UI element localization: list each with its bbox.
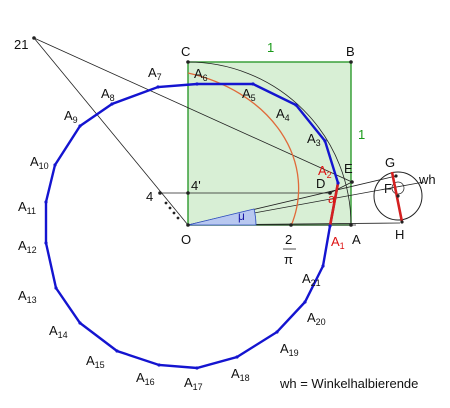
label-F: F (384, 181, 392, 196)
label-4prime: 4' (191, 178, 201, 193)
label-H: H (395, 227, 404, 242)
vertex-label-A1: A1 (331, 234, 345, 251)
vertex-label-A10: A10 (30, 154, 49, 171)
label-D: D (316, 176, 325, 191)
label-a: a (328, 191, 336, 206)
label-E: E (344, 161, 353, 176)
vertex-label-A7: A7 (148, 65, 162, 82)
arc-C-to-A (187, 61, 352, 226)
label-O: O (181, 232, 191, 247)
label-C: C (181, 44, 190, 59)
vertex-label-A16: A16 (136, 370, 155, 387)
vertex-label-A9: A9 (64, 108, 78, 125)
line-21-to-E (33, 37, 353, 183)
vertex-label-A15: A15 (86, 353, 105, 370)
vertex-label-A20: A20 (307, 310, 326, 327)
unit-square (187, 61, 352, 226)
polygon-vertices (44, 82, 340, 370)
red-segment-a (328, 182, 340, 227)
line-21-to-O (33, 37, 189, 226)
label-mu: μ (238, 209, 245, 223)
vertex-label-A17: A17 (184, 375, 203, 392)
label-4: 4 (146, 189, 153, 204)
vertex-label-A12: A12 (18, 238, 37, 255)
circle-F (373, 171, 423, 221)
label-A: A (352, 232, 361, 247)
polygon-21-gon (44, 82, 340, 370)
circle-F-inner (391, 181, 405, 195)
line-D-to-E (329, 181, 353, 194)
angle-mu-sector (187, 208, 257, 226)
label-frac-den: π (284, 252, 293, 267)
label-B: B (346, 44, 355, 59)
label-frac-num: 2 (285, 232, 292, 247)
label-21: 21 (14, 37, 28, 52)
label-G: G (385, 155, 395, 170)
vertex-label-A8: A8 (101, 86, 115, 103)
vertex-label-A11: A11 (18, 199, 36, 216)
label-side-top: 1 (267, 40, 274, 55)
legend-text: wh = Winkelhalbierende (279, 376, 418, 391)
label-wh: wh (418, 172, 436, 187)
vertex-label-A13: A13 (18, 288, 37, 305)
construction-dots (32, 36, 404, 227)
vertex-label-A18: A18 (231, 366, 250, 383)
vertex-label-A14: A14 (49, 323, 68, 340)
label-side-right: 1 (358, 127, 365, 142)
vertex-label-A19: A19 (280, 341, 299, 358)
